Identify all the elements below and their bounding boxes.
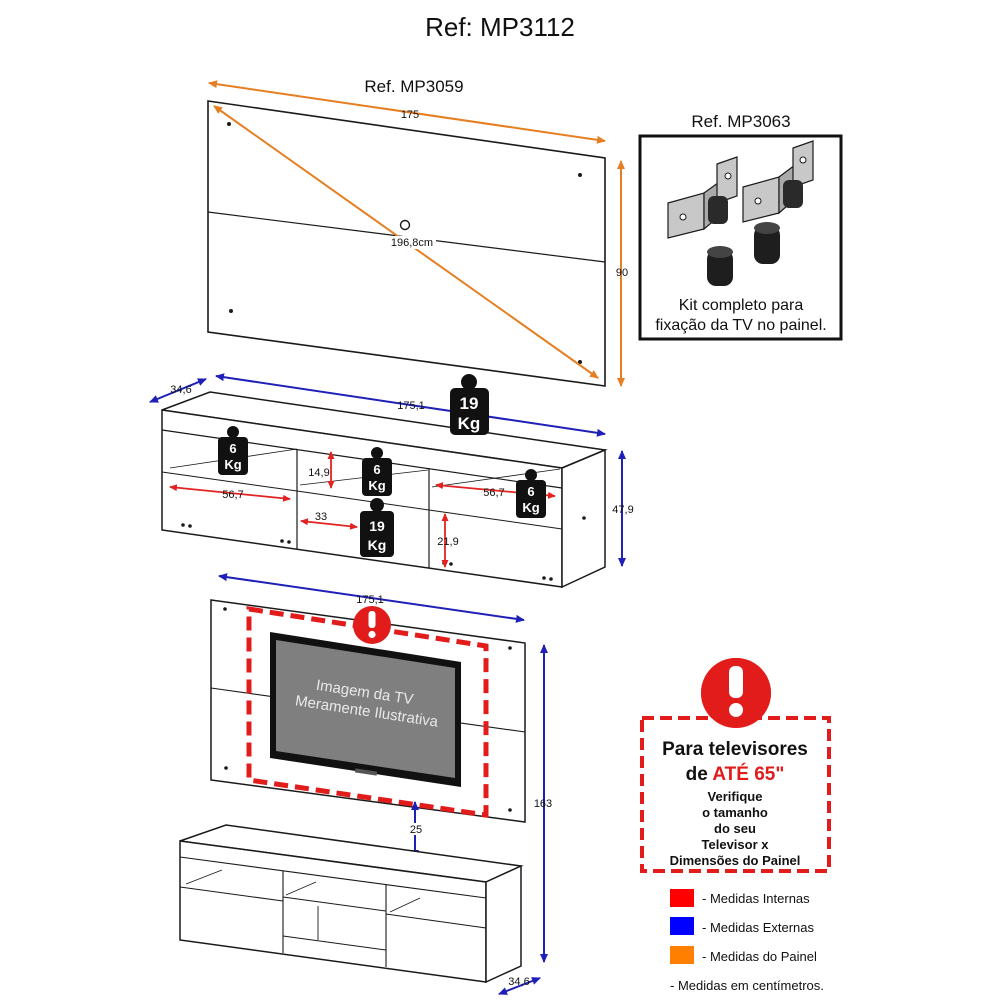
- weight-left-number: 6: [229, 441, 236, 456]
- weight-top-unit: Kg: [458, 414, 481, 433]
- cable-hole: [399, 219, 411, 231]
- legend-swatch-internal: [670, 889, 694, 907]
- warning-line7: Dimensões do Painel: [670, 853, 801, 868]
- warning-line5: do seu: [714, 821, 756, 836]
- warning-line4: o tamanho: [702, 805, 768, 820]
- kit-caption-line1: Kit completo para: [679, 297, 804, 314]
- weight-bottom-unit: Kg: [368, 537, 387, 553]
- legend-label-internal: - Medidas Internas: [702, 891, 810, 906]
- weight-tag-right: 6 Kg: [516, 469, 546, 518]
- weight-tag-bottom: 19 Kg: [360, 498, 394, 557]
- assembly-rack: [179, 824, 524, 984]
- assembly-depth-label: 34,6: [508, 976, 529, 988]
- spacer-left-icon: [707, 246, 733, 286]
- legend-swatch-external: [670, 917, 694, 935]
- weight-right-unit: Kg: [522, 500, 539, 515]
- weight-tag-middle: 6 Kg: [362, 447, 392, 496]
- tv-illustration: [270, 632, 461, 787]
- kit-ref-label: Ref. MP3063: [691, 112, 790, 131]
- tv-limit-outline: [246, 606, 489, 818]
- weight-right-number: 6: [527, 484, 534, 499]
- weight-top-number: 19: [460, 394, 479, 413]
- panel-ref-label: Ref. MP3059: [364, 77, 463, 96]
- weight-left-unit: Kg: [224, 457, 241, 472]
- rack-width-dimension: [215, 373, 606, 437]
- inner-mid-width-label: 33: [315, 511, 327, 523]
- assembly-height-label: 163: [534, 798, 552, 810]
- inner-mid-height-label: 14,9: [308, 467, 329, 479]
- rack-depth-dimension: [149, 378, 207, 403]
- warning-line2-prefix: de: [686, 764, 713, 785]
- warning-line6: Televisor x: [702, 837, 770, 852]
- panel-height-label: 90: [616, 267, 628, 279]
- warning-line2: de ATÉ 65": [686, 763, 785, 785]
- inner-mid-width-dimension: [300, 518, 358, 530]
- inner-right-width-label: 56,7: [483, 487, 504, 499]
- weight-tag-top: 19 Kg: [450, 374, 489, 435]
- bracket-left-icon: [667, 156, 738, 239]
- inner-right-height-label: 21,9: [437, 536, 458, 548]
- rack-height-label: 47,9: [612, 504, 633, 516]
- kit-caption-line2: fixação da TV no painel.: [655, 317, 826, 334]
- page-title: Ref: MP3112: [425, 12, 575, 42]
- bracket-right-icon: [742, 140, 814, 223]
- legend: - Medidas Internas - Medidas Externas - …: [670, 889, 824, 993]
- warning-line2-highlight: ATÉ 65": [712, 763, 784, 785]
- weight-tag-left: 6 Kg: [218, 426, 248, 475]
- legend-note: - Medidas em centímetros.: [670, 978, 824, 993]
- rack-depth-label: 34,6: [170, 384, 191, 396]
- inner-left-width-dimension: [169, 484, 291, 502]
- legend-label-panel: - Medidas do Painel: [702, 949, 817, 964]
- panel-diagonal-label: 196,8cm: [391, 237, 433, 249]
- inner-left-width-label: 56,7: [222, 489, 243, 501]
- rack-width-label: 175,1: [397, 400, 425, 412]
- weight-mid-unit: Kg: [368, 478, 385, 493]
- weight-mid-number: 6: [373, 462, 380, 477]
- warning-line3: Verifique: [708, 789, 763, 804]
- assembly-depth-dimension: [498, 977, 541, 995]
- spacer-right-icon: [754, 222, 780, 264]
- assembly-gap-label: 25: [410, 824, 422, 836]
- warning-line1: Para televisores: [662, 739, 808, 760]
- legend-swatch-panel: [670, 946, 694, 964]
- weight-bottom-number: 19: [369, 518, 385, 534]
- panel-width-label: 175: [401, 109, 419, 121]
- legend-label-external: - Medidas Externas: [702, 920, 814, 935]
- assembly-width-dimension: [218, 573, 525, 623]
- assembly-width-label: 175,1: [356, 594, 384, 606]
- tv-warning-icon: [353, 606, 391, 644]
- warning-big-icon-front: [701, 658, 771, 728]
